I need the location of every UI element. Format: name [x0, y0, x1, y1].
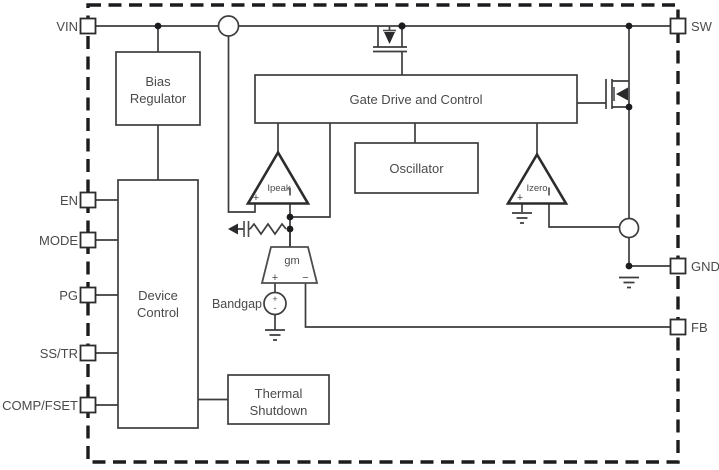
lowside-current-sense-icon [618, 217, 640, 239]
ipeak-plus-sign: + [253, 192, 259, 204]
pin-pg-label: PG [59, 288, 78, 303]
gm-label: gm [284, 255, 299, 267]
pin-gnd-square [669, 257, 687, 275]
gm-minus-sign: − [302, 272, 308, 284]
pin-mode-label: MODE [39, 233, 78, 248]
device-control-block [117, 179, 199, 429]
fet1-body-diode-icon [383, 29, 396, 44]
gm-trapezoid [260, 246, 319, 284]
izero-label: Izero [526, 183, 547, 194]
wire-gm-minus-to-fb [304, 283, 671, 328]
ipeak-comparator: Ipeak + [245, 149, 311, 205]
gate-drive-label: Gate Drive and Control [350, 92, 483, 107]
junction-fet2-source [625, 103, 633, 111]
bias-regulator-label-2: Regulator [130, 91, 187, 106]
thermal-shutdown-label-2: Shutdown [250, 403, 308, 418]
bandgap-source-icon [263, 291, 287, 316]
thermal-shutdown-label-1: Thermal [255, 386, 303, 401]
oscillator-block [354, 142, 479, 194]
bandgap-label: Bandgap [212, 297, 262, 311]
pin-sstr-label: SS/TR [40, 346, 78, 361]
fet2-diode-anode-triangle [616, 87, 628, 101]
gm-error-amplifier: gm + − [260, 246, 319, 284]
ipeak-triangle [245, 149, 311, 205]
compensation-resistor [249, 222, 287, 236]
izero-comparator: Izero + [505, 151, 569, 205]
junction-fet1-sw [398, 22, 406, 30]
pin-fb-square [669, 318, 687, 336]
pin-en-label: EN [60, 193, 78, 208]
bandgap-plus-sign: + [272, 294, 277, 304]
junction-gnd-node [625, 262, 633, 270]
circuit-wires [95, 25, 671, 406]
comp-arrowhead-icon [228, 223, 238, 235]
junction-sw-node [625, 22, 633, 30]
pin-vin-square [79, 17, 97, 35]
gate-drive-block [254, 74, 578, 124]
junction-comp-node-upper [286, 213, 294, 221]
pin-vin-label: VIN [56, 19, 78, 34]
pin-gnd-label: GND [691, 259, 719, 274]
izero-ground-icon [512, 212, 532, 224]
fet2-symbol [605, 79, 628, 109]
pin-mode-square [79, 231, 97, 249]
pin-pg-square [79, 286, 97, 304]
device-control-label-1: Device [138, 288, 178, 303]
compensation-capacitor [243, 221, 250, 237]
thermal-shutdown-block [227, 374, 330, 425]
bandgap-ground-icon [265, 329, 285, 341]
wire-izero-minus-to-sense [548, 203, 620, 228]
bias-regulator-block [115, 51, 201, 126]
izero-plus-sign: + [517, 192, 523, 204]
power-ground-icon [619, 276, 639, 289]
bandgap-reference: + - Bandgap [212, 291, 287, 316]
izero-triangle [505, 151, 569, 205]
device-control-label-2: Control [137, 305, 179, 320]
pin-compfset-label: COMP/FSET [2, 398, 78, 413]
bandgap-minus-sign: - [274, 303, 277, 313]
pin-en-square [79, 191, 97, 209]
left-pins: VIN EN MODE PG SS/TR COMP/FSET [2, 17, 97, 414]
pin-sw-square [669, 17, 687, 35]
wire-sense-to-ipeak-plus [227, 36, 256, 213]
gm-plus-sign: + [272, 272, 278, 284]
pin-sw-label: SW [691, 19, 713, 34]
junction-vin-bias [154, 22, 162, 30]
right-pins: SW GND FB [669, 17, 719, 336]
bias-regulator-label-1: Bias [145, 74, 171, 89]
oscillator-label: Oscillator [389, 161, 444, 176]
ipeak-label: Ipeak [267, 183, 290, 194]
pin-fb-label: FB [691, 320, 708, 335]
junction-comp-node-lower [286, 225, 294, 233]
junction-dots [154, 22, 633, 270]
pin-sstr-square [79, 344, 97, 362]
fet1-diode-anode-triangle [384, 32, 395, 44]
wire-comp-to-gatedrive [290, 123, 331, 218]
input-current-sense-icon [217, 15, 240, 37]
pin-compfset-square [79, 396, 97, 414]
